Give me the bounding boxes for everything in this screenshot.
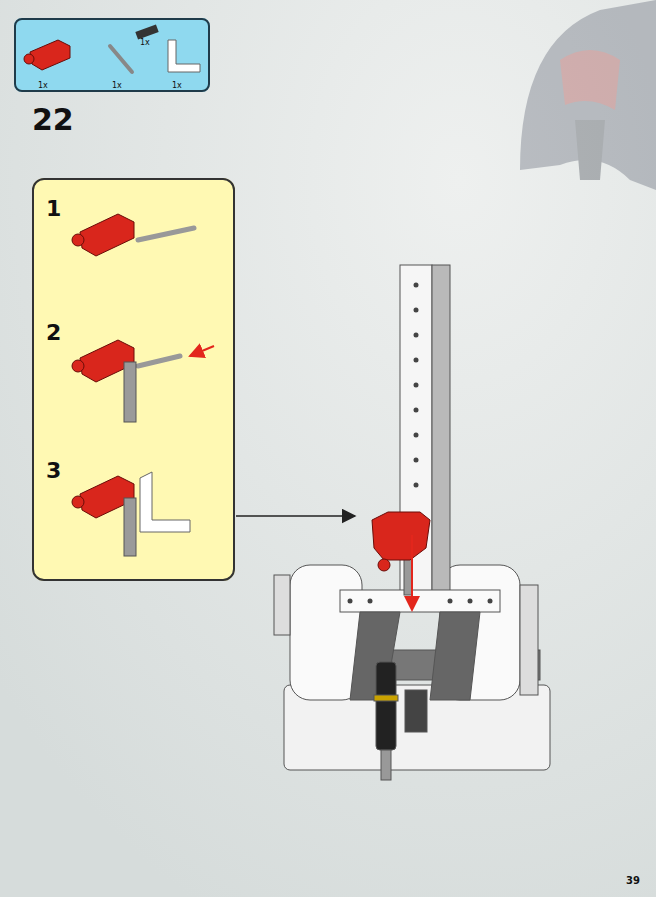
studs bbox=[348, 283, 493, 604]
substep-box: 1 2 3 bbox=[32, 178, 235, 581]
part-count: 1x bbox=[38, 82, 48, 90]
part-count: 1x bbox=[112, 82, 122, 90]
part-count: 1x bbox=[172, 82, 182, 90]
substep-pictures bbox=[72, 214, 214, 556]
insert-arrow bbox=[411, 535, 413, 610]
page-number: 39 bbox=[626, 876, 640, 886]
substep-number: 2 bbox=[46, 322, 61, 344]
step-number: 22 bbox=[32, 105, 74, 135]
parts-callout: 1x 1x 1x 1x bbox=[14, 18, 210, 92]
substep-number: 1 bbox=[46, 198, 61, 220]
leader-arrow bbox=[236, 515, 355, 517]
helmet-watermark bbox=[520, 0, 656, 190]
part-count: 1x bbox=[140, 39, 150, 47]
model bbox=[274, 265, 550, 780]
substep-number: 3 bbox=[46, 460, 61, 482]
parts-pictures bbox=[24, 24, 200, 72]
